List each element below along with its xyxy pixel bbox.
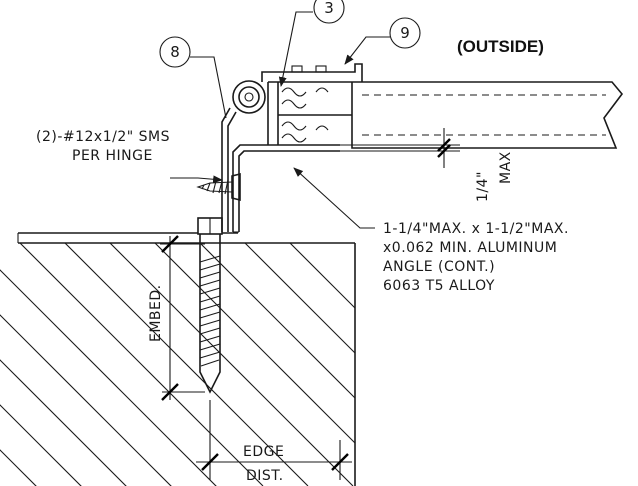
callout-8-number: 8 [170,43,180,61]
callout-9: 9 [389,17,421,49]
door-frame-extrusion [261,63,363,149]
frame-top-cap [261,63,363,82]
hinge-leaf [221,107,231,232]
edge-dist-label-line1: EDGE [243,444,284,460]
angle-note-line4: 6063 T5 ALLOY [383,278,495,294]
sms-note-line1: (2)-#12x1/2" SMS [36,129,170,145]
hinge-knuckle [232,80,266,114]
leaders [170,11,390,229]
door-panel [362,81,624,149]
edge-dist-label-line2: DIST. [246,468,284,484]
leader-sms [170,175,223,184]
sms-screw-head [231,172,241,202]
dimension-embed [160,235,205,401]
leader-3 [278,11,313,87]
embed-label: EMBED. [148,284,164,342]
callout-9-number: 9 [400,24,410,42]
concrete-anchor-screw [197,217,223,394]
leader-9 [344,36,390,65]
aluminum-angle [232,144,340,233]
sms-note-line2: PER HINGE [72,148,153,164]
angle-note-line3: ANGLE (CONT.) [383,259,495,275]
dimension-gap [340,128,460,168]
leader-angle [293,167,375,229]
callout-8: 8 [159,36,191,68]
dimension-edge-dist [196,400,352,480]
door-panel-outline [362,81,624,149]
angle-note-line2: x0.062 MIN. ALUMINUM [383,240,557,256]
hinge [221,80,266,232]
outside-label: (OUTSIDE) [457,37,544,56]
leader-8 [190,56,227,119]
callout-3: 3 [313,0,345,24]
angle-note-line1: 1-1/4"MAX. x 1-1/2"MAX. [383,221,569,237]
callout-3-number: 3 [324,0,334,17]
gap-dimension-value: 1/4" [475,171,491,202]
slab-hatching [0,243,355,486]
gap-dimension-max: MAX [498,151,514,184]
